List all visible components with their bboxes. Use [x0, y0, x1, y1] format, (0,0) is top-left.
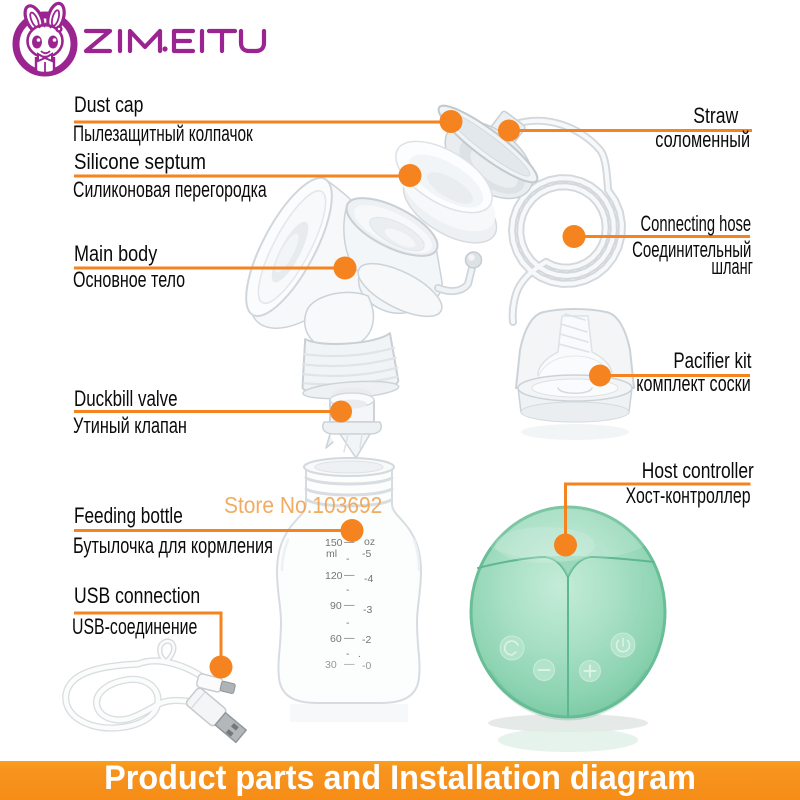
- svg-text:—: —: [344, 569, 355, 581]
- svg-text:.: .: [358, 648, 361, 660]
- svg-text:-0: -0: [362, 660, 371, 672]
- svg-text:60: 60: [330, 633, 342, 645]
- svg-text:oz: oz: [364, 536, 375, 548]
- svg-text:ml: ml: [326, 548, 337, 560]
- svg-text:—: —: [344, 536, 355, 548]
- svg-text:-2: -2: [362, 634, 371, 646]
- svg-text:90: 90: [330, 600, 342, 612]
- svg-text:-: -: [346, 617, 350, 629]
- svg-text:-: -: [346, 584, 350, 596]
- svg-text:150: 150: [325, 537, 343, 549]
- svg-text:—: —: [344, 658, 355, 670]
- svg-text:-: -: [346, 648, 350, 660]
- svg-text:—: —: [344, 599, 355, 611]
- svg-text:-4: -4: [364, 573, 373, 585]
- svg-text:-5: -5: [362, 548, 371, 560]
- svg-text:30: 30: [325, 659, 337, 671]
- svg-text:120: 120: [325, 570, 343, 582]
- svg-text:-: -: [346, 553, 350, 565]
- svg-text:—: —: [344, 632, 355, 644]
- svg-text:-3: -3: [363, 604, 372, 616]
